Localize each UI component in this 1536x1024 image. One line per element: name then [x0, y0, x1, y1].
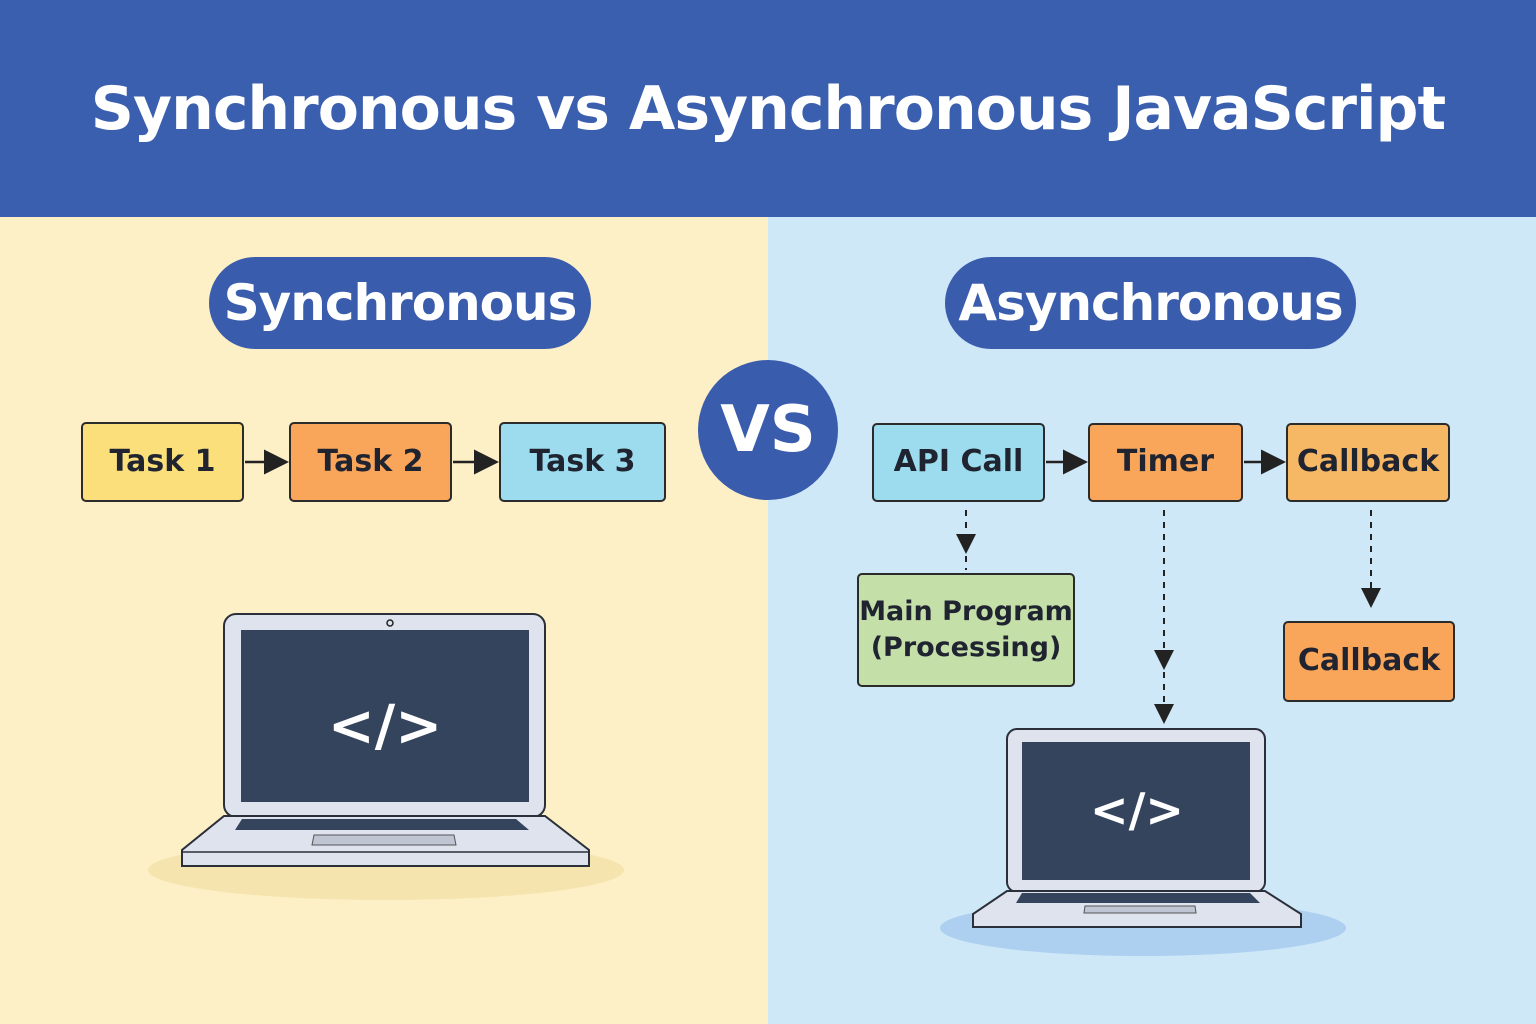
- code-symbol-async: </>: [1090, 783, 1184, 837]
- callback-box: Callback: [1286, 423, 1450, 502]
- code-symbol-sync: </>: [328, 694, 442, 759]
- laptop-icon-sync: [148, 613, 624, 900]
- vs-badge: VS: [698, 360, 838, 500]
- timer-box: Timer: [1088, 423, 1243, 502]
- task-2-box: Task 2: [289, 422, 452, 502]
- task-3-box: Task 3: [499, 422, 666, 502]
- main-program-label: Main Program: [859, 595, 1073, 627]
- laptop-icon-async: [940, 728, 1346, 956]
- main-program-box: Main Program (Processing): [857, 573, 1075, 687]
- page-title: Synchronous vs Asynchronous JavaScript: [90, 73, 1446, 144]
- async-heading: Asynchronous: [945, 257, 1356, 349]
- task-1-box: Task 1: [81, 422, 244, 502]
- callback-result-box: Callback: [1283, 621, 1455, 702]
- api-call-box: API Call: [872, 423, 1045, 502]
- header-banner: Synchronous vs Asynchronous JavaScript: [0, 0, 1536, 217]
- sync-heading: Synchronous: [209, 257, 591, 349]
- main-program-sublabel: (Processing): [870, 632, 1062, 663]
